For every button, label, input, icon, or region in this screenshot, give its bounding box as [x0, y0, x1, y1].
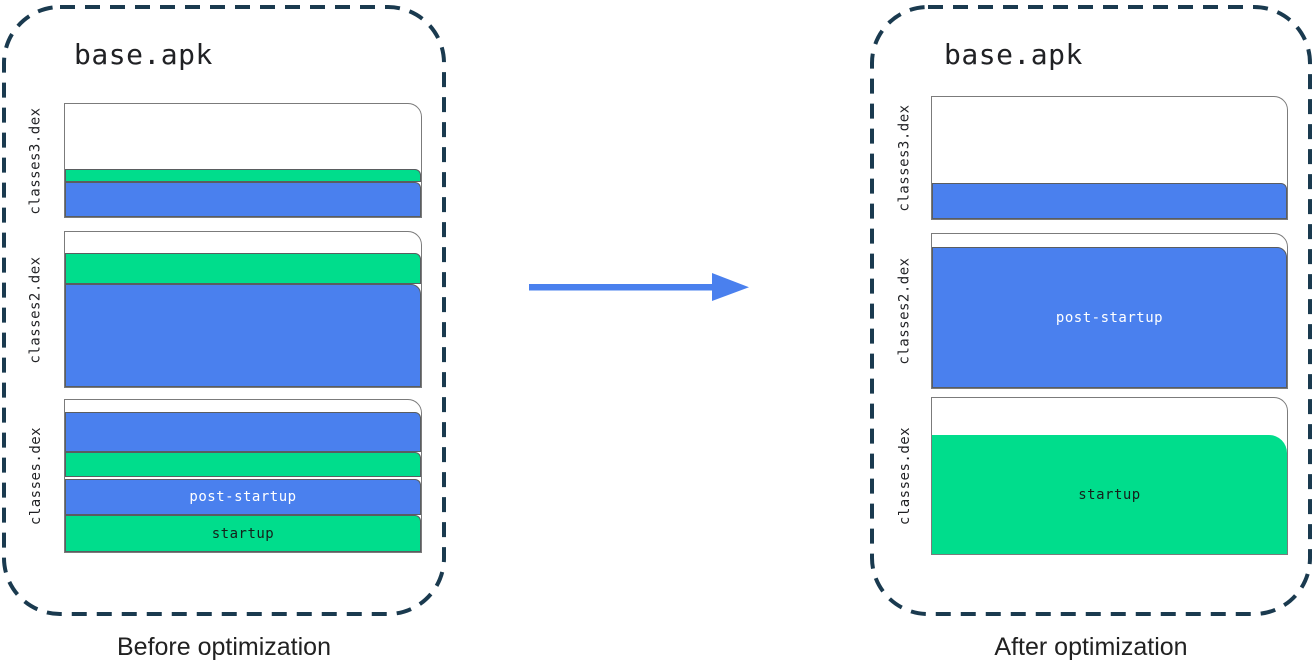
- segment-startup: startup: [932, 435, 1287, 554]
- before-caption: Before optimization: [116, 633, 331, 661]
- segment-label: post-startup: [189, 489, 297, 505]
- after-file-classes3-dex: [931, 96, 1288, 220]
- file-label-text: classes3.dex: [897, 104, 913, 212]
- segment-white: [932, 398, 1287, 435]
- file-label-text: classes.dex: [897, 426, 913, 526]
- before-file-label-classes-dex: classes.dex: [14, 399, 58, 553]
- segment-white: [932, 234, 1287, 247]
- before-apk-dashed-border: [2, 5, 446, 616]
- after-file-label-classes-dex: classes.dex: [883, 397, 927, 555]
- segment-post-startup: post-startup: [932, 247, 1287, 388]
- segment-label: startup: [211, 525, 275, 542]
- segment-white: [65, 400, 421, 412]
- after-caption: After optimization: [994, 633, 1188, 661]
- segment-label: post-startup: [1055, 309, 1164, 326]
- file-label-text: classes2.dex: [897, 257, 913, 365]
- after-apk-dashed-border: [870, 5, 1312, 616]
- before-apk-title: base.apk: [74, 38, 213, 71]
- file-label-text: classes3.dex: [28, 106, 44, 215]
- file-label-text: classes2.dex: [28, 255, 44, 364]
- after-apk-title: base.apk: [944, 38, 1083, 71]
- segment-white: [932, 97, 1287, 183]
- before-file-label-classes3-dex: classes3.dex: [14, 103, 58, 218]
- after-file-label-classes2-dex: classes2.dex: [883, 233, 927, 389]
- segment-blue: [65, 412, 421, 452]
- before-file-classes3-dex: [64, 103, 422, 218]
- segment-startup: startup: [65, 515, 421, 552]
- after-file-classes-dex: startup: [931, 397, 1288, 555]
- segment-post-startup: post-startup: [65, 479, 421, 515]
- segment-blue: [932, 183, 1287, 219]
- segment-green: [65, 452, 421, 477]
- segment-green: [65, 253, 421, 284]
- after-file-label-classes3-dex: classes3.dex: [883, 96, 927, 220]
- segment-white: [65, 104, 421, 169]
- segment-label: startup: [1078, 486, 1141, 503]
- segment-blue: [65, 182, 421, 217]
- before-file-label-classes2-dex: classes2.dex: [14, 231, 58, 388]
- after-file-classes2-dex: post-startup: [931, 233, 1288, 389]
- segment-green: [65, 169, 421, 182]
- file-label-text: classes.dex: [28, 426, 44, 526]
- before-file-classes-dex: post-startup startup: [64, 399, 422, 553]
- segment-white: [65, 232, 421, 253]
- right-arrow-icon: [529, 273, 749, 301]
- before-file-classes2-dex: [64, 231, 422, 388]
- segment-blue: [65, 284, 421, 387]
